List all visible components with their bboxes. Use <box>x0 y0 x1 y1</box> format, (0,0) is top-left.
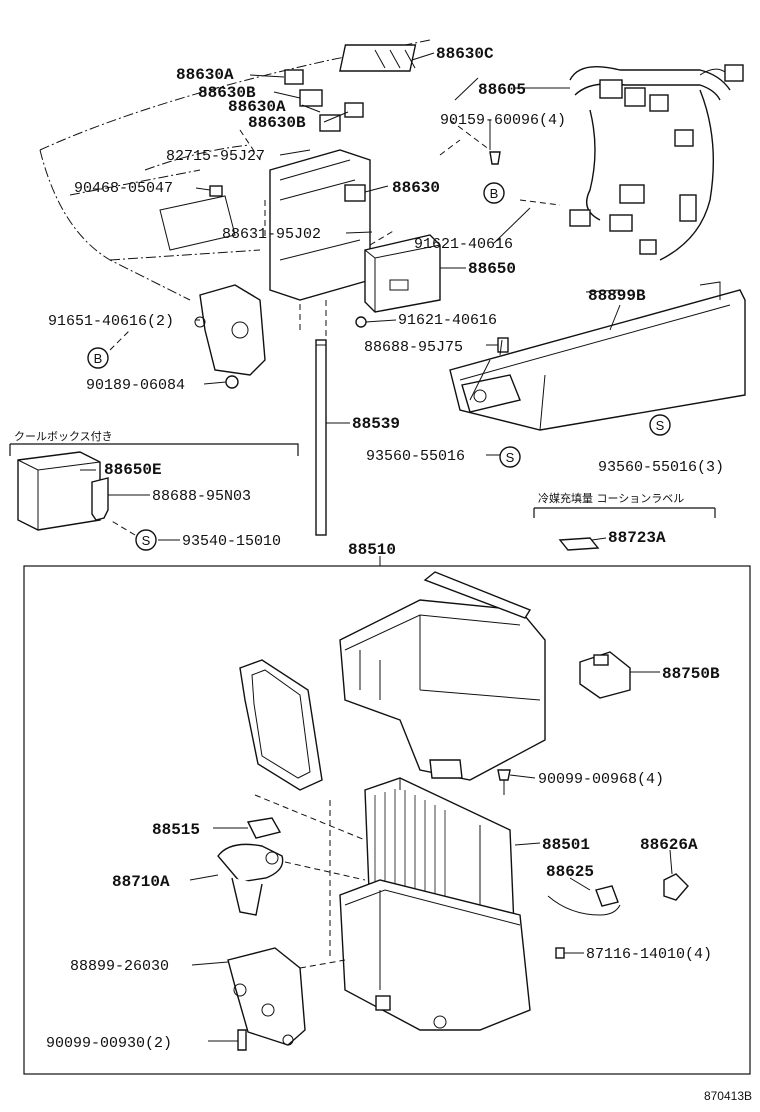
label-cool-box-note: クールボックス付き <box>14 430 113 443</box>
amplifier-bracket-assembly <box>269 44 417 301</box>
label-refrigerant-note: 冷媒充填量 コーションラベル <box>538 491 684 505</box>
label-88630: 88630 <box>392 179 440 197</box>
cool-box-section <box>9 443 299 531</box>
label-88723A: 88723A <box>608 529 666 547</box>
screw-87116 <box>555 947 565 959</box>
expansion-valve-88710A <box>217 843 284 916</box>
label-88688-95N03: 88688-95N03 <box>152 488 251 505</box>
caution-label-section <box>533 507 716 551</box>
thermistor-88625 <box>547 885 621 916</box>
label-88630A-2: 88630A <box>228 98 286 116</box>
clip-91621-b <box>355 316 367 328</box>
diagram-reference-number: 870413B <box>704 1089 752 1103</box>
label-88510: 88510 <box>348 541 396 559</box>
thermistor-88515 <box>246 817 282 839</box>
label-88630B-1: 88630B <box>198 84 256 102</box>
marker-B-lower-text: B <box>94 351 103 366</box>
label-87116: 87116-14010(4) <box>586 946 712 963</box>
clip-90468 <box>209 185 223 197</box>
label-91651: 91651-40616(2) <box>48 313 174 330</box>
label-90159: 90159-60096(4) <box>440 112 566 129</box>
marker-S-2-text: S <box>656 418 665 433</box>
screw-90099-00968 <box>497 769 511 795</box>
label-88630B-2: 88630B <box>248 114 306 132</box>
bracket-91651 <box>194 284 266 376</box>
label-88750B: 88750B <box>662 665 720 683</box>
label-91621-a: 91621-40616 <box>414 236 513 253</box>
dashboard-outline <box>39 39 431 301</box>
label-93560-a: 93560-55016 <box>366 448 465 465</box>
marker-B-lower: B <box>87 347 109 369</box>
case-upper <box>339 571 546 781</box>
label-93560-b: 93560-55016(3) <box>598 459 724 476</box>
marker-S-3: S <box>135 529 157 551</box>
label-93540: 93540-15010 <box>182 533 281 550</box>
label-88899-26030: 88899-26030 <box>70 958 169 975</box>
resistor-88750B <box>579 651 631 699</box>
wire-harness-88605 <box>569 64 744 261</box>
duct-88899B <box>449 281 746 431</box>
label-82715: 82715-95J27 <box>166 148 265 165</box>
marker-S-1: S <box>499 446 521 468</box>
label-88539: 88539 <box>352 415 400 433</box>
bolt-90159 <box>489 151 501 165</box>
label-88501: 88501 <box>542 836 590 854</box>
gasket-frame <box>239 659 323 791</box>
label-88710A: 88710A <box>112 873 170 891</box>
label-90099-00930: 90099-00930(2) <box>46 1035 172 1052</box>
label-88625: 88625 <box>546 863 594 881</box>
label-88626A: 88626A <box>640 836 698 854</box>
clip-90189 <box>225 375 239 389</box>
label-88605: 88605 <box>478 81 526 99</box>
label-91621-b: 91621-40616 <box>398 312 497 329</box>
bracket-88899-26030 <box>227 947 306 1046</box>
leader-lines <box>80 52 673 1042</box>
marker-S-2: S <box>649 414 671 436</box>
screw-90099-00930 <box>237 1029 247 1051</box>
case-lower <box>339 879 531 1031</box>
label-88899B: 88899B <box>588 287 646 305</box>
label-88630A-1: 88630A <box>176 66 234 84</box>
marker-B-upper: B <box>483 182 505 204</box>
label-90099-00968: 90099-00968(4) <box>538 771 664 788</box>
label-90189: 90189-06084 <box>86 377 185 394</box>
marker-B-upper-text: B <box>490 186 499 201</box>
amplifier-88650 <box>364 234 441 313</box>
clip-88626A <box>663 873 689 901</box>
label-88650E: 88650E <box>104 461 162 479</box>
marker-S-3-text: S <box>142 533 151 548</box>
assembly-lines <box>109 119 561 969</box>
label-88650: 88650 <box>468 260 516 278</box>
drain-hose-88539 <box>315 339 327 536</box>
marker-S-1-text: S <box>506 450 515 465</box>
label-88630C: 88630C <box>436 45 494 63</box>
label-88631: 88631-95J02 <box>222 226 321 243</box>
clip-88688-95J75 <box>497 337 509 353</box>
label-88688-95J75: 88688-95J75 <box>364 339 463 356</box>
label-90468: 90468-05047 <box>74 180 173 197</box>
label-88515: 88515 <box>152 821 200 839</box>
unit-88510-frame <box>23 565 751 1075</box>
